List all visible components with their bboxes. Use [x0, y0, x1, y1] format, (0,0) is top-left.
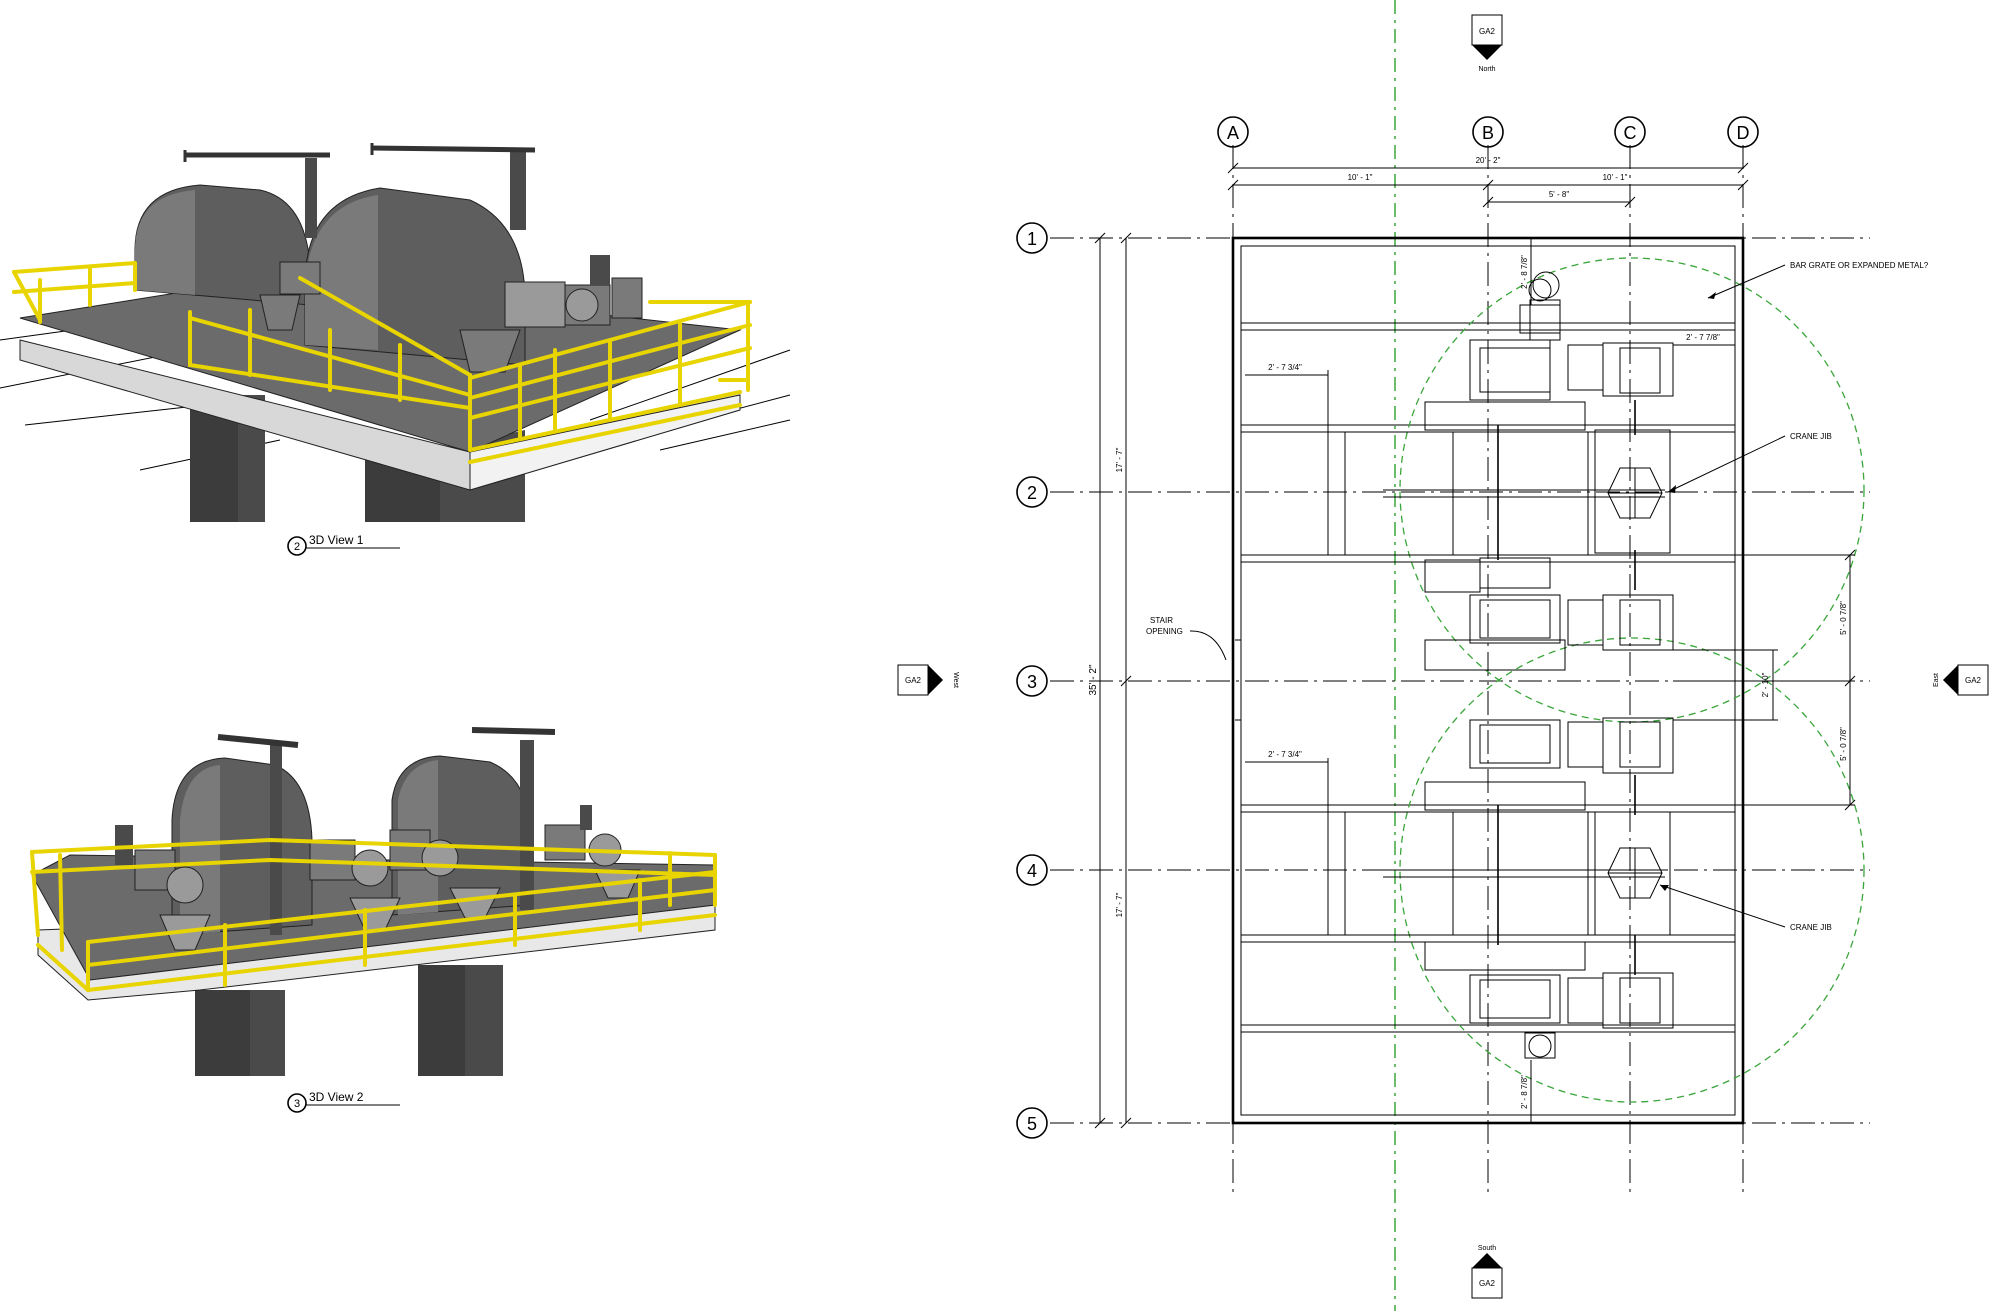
section-mark-north-label: North [1478, 66, 1495, 73]
3d-view-1: 2 3D View 1 [0, 143, 791, 556]
dim-left-offset-upper: 2' - 7 3/4" [1268, 363, 1302, 372]
view-2-number: 3 [294, 1098, 300, 1110]
grid-bubble-3: 3 [1027, 672, 1037, 692]
dim-top-clear: 2' - 8 7/8" [1520, 255, 1529, 289]
dim-span-upper: 5' - 0 7/8" [1839, 601, 1848, 635]
grid-bubble-b: B [1482, 123, 1494, 143]
grid-bubble-d: D [1737, 123, 1750, 143]
section-mark-west: GA2 West [897, 664, 959, 696]
section-mark-north-ref: GA2 [1479, 27, 1496, 36]
grid-bubble-5: 5 [1027, 1114, 1037, 1134]
dim-span-lower: 5' - 0 7/8" [1839, 727, 1848, 761]
view-2-title: 3D View 2 [309, 1090, 364, 1104]
note-stair-line-1: STAIR [1150, 616, 1173, 625]
equipment-upper [1327, 271, 1674, 671]
section-mark-south-label: South [1478, 1245, 1496, 1252]
grid-bubble-a: A [1227, 123, 1239, 143]
note-bar-grate: BAR GRATE OR EXPANDED METAL? [1790, 261, 1929, 270]
section-mark-north: GA2 North [1471, 14, 1503, 73]
section-mark-west-ref: GA2 [905, 676, 922, 685]
view-1-title: 3D View 1 [309, 533, 364, 547]
dim-left-bay: 10' - 1" [1348, 173, 1373, 182]
floor-plan: A B C D 1 2 3 4 5 20' - 2" 10' - 1" 10' … [897, 0, 1989, 1311]
note-crane-jib-upper: CRANE JIB [1790, 432, 1832, 441]
section-mark-east-label: East [1933, 673, 1940, 687]
dim-overall-width: 20' - 2" [1476, 156, 1501, 165]
grid-bubble-2: 2 [1027, 483, 1037, 503]
equipment-lower [1327, 717, 1674, 1059]
dim-right-bay: 10' - 1" [1603, 173, 1628, 182]
dim-bay-upper: 17' - 7" [1115, 447, 1124, 472]
dim-left-offset-lower: 2' - 7 3/4" [1268, 750, 1302, 759]
note-crane-jib-lower: CRANE JIB [1790, 923, 1832, 932]
grid-bubble-4: 4 [1027, 861, 1037, 881]
dim-bottom-clear: 2' - 8 7/8" [1520, 1075, 1529, 1109]
section-mark-south: South GA2 [1471, 1245, 1503, 1299]
dim-mid-gap: 2' - 10" [1761, 672, 1770, 697]
section-mark-east-ref: GA2 [1965, 676, 1982, 685]
view-1-number: 2 [294, 541, 300, 553]
section-mark-west-label: West [952, 672, 959, 688]
note-stair-line-2: OPENING [1146, 627, 1183, 636]
section-mark-south-ref: GA2 [1479, 1279, 1496, 1288]
dim-overall-length: 35' - 2" [1088, 664, 1099, 695]
dim-right-offset: 2' - 7 7/8" [1686, 333, 1720, 342]
section-mark-east: East GA2 [1933, 664, 1989, 696]
3d-view-2: 3 3D View 2 [30, 727, 717, 1113]
grid-bubble-c: C [1624, 123, 1637, 143]
grid-bubble-1: 1 [1027, 229, 1037, 249]
dim-bay-lower: 17' - 7" [1115, 892, 1124, 917]
dim-bc-offset: 5' - 8" [1549, 190, 1570, 199]
